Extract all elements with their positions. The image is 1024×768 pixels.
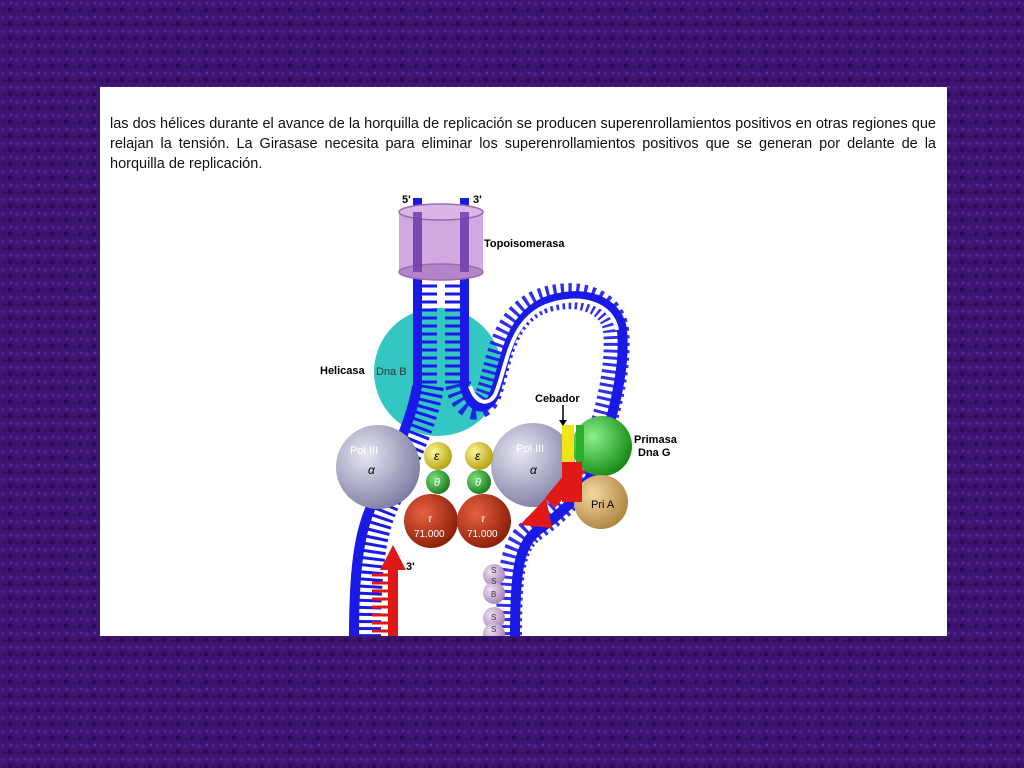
description-paragraph: las dos hélices durante el avance de la … [110, 116, 936, 172]
pria-sphere [574, 475, 628, 529]
label-primase: Primasa [634, 434, 678, 446]
ssb-beads [483, 564, 505, 636]
label-primer: Cebador [535, 393, 580, 405]
epsilon-left-sphere [424, 442, 452, 470]
label-epsilon-right: ε [475, 449, 481, 463]
topoisomerase-cylinder [398, 203, 484, 281]
label-tau-right-mass: 71.000 [467, 529, 498, 540]
pol3-left-sphere [336, 425, 420, 509]
primer-okazaki [520, 425, 585, 528]
theta-right-sphere [467, 470, 491, 494]
label-dnab: Dna B [376, 366, 407, 378]
primase-sphere [572, 416, 632, 476]
label-tau-right: τ [481, 514, 486, 525]
label-tau-left: τ [428, 514, 433, 525]
label-pol3-right: Pol III [516, 443, 544, 455]
label-ssb-3: B [491, 590, 496, 599]
label-ssb-4: S [491, 613, 496, 622]
label-ssb-1: S [491, 566, 496, 575]
label-3prime-leading: 3' [406, 561, 415, 573]
label-epsilon-left: ε [434, 449, 440, 463]
label-theta-left: θ [434, 477, 440, 489]
tau-right-sphere [457, 494, 511, 548]
label-ssb-5: S [491, 625, 496, 634]
label-dnag: Dna G [638, 447, 670, 459]
pol3-right-sphere [491, 423, 575, 507]
label-tau-left-mass: 71.000 [414, 529, 445, 540]
label-3prime-top: 3' [473, 194, 482, 206]
tau-left-sphere [404, 494, 458, 548]
leading-new-strand [372, 545, 406, 636]
label-pria: Pri A [591, 499, 615, 511]
epsilon-right-sphere [465, 442, 493, 470]
label-ssb-2: S [491, 577, 496, 586]
theta-left-sphere [426, 470, 450, 494]
replication-fork-diagram: 5' 3' Topoisomerasa Helicasa Dna B Cebad… [320, 194, 678, 636]
label-theta-right: θ [475, 477, 481, 489]
label-pol3-left-alpha: α [368, 463, 376, 477]
label-pol3-left: Pol III [350, 445, 378, 457]
label-helicase: Helicasa [320, 365, 366, 377]
label-topoisomerase: Topoisomerasa [484, 238, 565, 250]
label-5prime: 5' [402, 194, 411, 206]
label-pol3-right-alpha: α [530, 463, 538, 477]
